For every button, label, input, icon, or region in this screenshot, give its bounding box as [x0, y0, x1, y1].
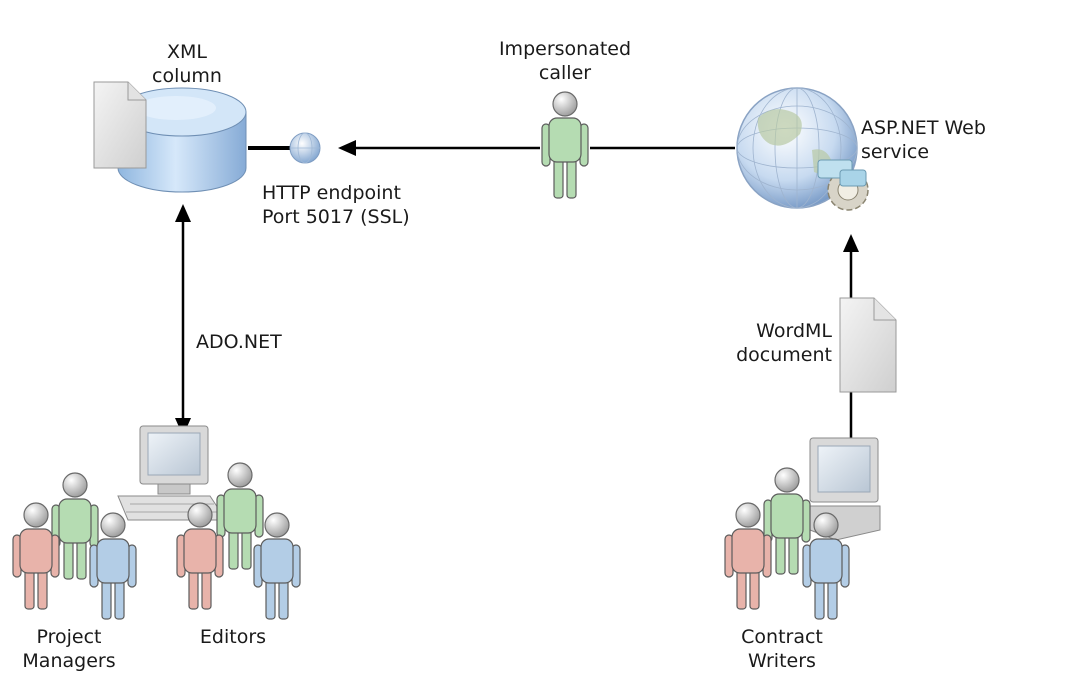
person-icon-contract-writer	[763, 467, 811, 575]
person-icon-contract-writer	[724, 502, 772, 610]
http-endpoint-globe-icon	[289, 132, 321, 164]
people-layer	[12, 91, 850, 620]
wordml-document-icon	[839, 297, 897, 393]
label-editors: Editors	[199, 626, 267, 648]
service-gear-icon	[817, 159, 869, 211]
computer-icon-editors	[117, 425, 227, 521]
document-icon	[93, 81, 147, 169]
person-icon-contract-writer	[802, 512, 850, 620]
label-adonet: ADO.NET	[196, 331, 282, 353]
person-icon-project-manager	[89, 512, 137, 620]
person-icon-project-manager	[12, 502, 60, 610]
person-icon-impersonated-caller	[541, 91, 589, 199]
person-icon-editor	[176, 502, 224, 610]
person-icon-editor	[253, 512, 301, 620]
arrow-adonet-bidirectional	[175, 204, 191, 436]
xml-column-database	[117, 87, 247, 193]
person-icon-editor	[216, 462, 264, 570]
arrow-caller-to-endpoint	[338, 140, 540, 156]
